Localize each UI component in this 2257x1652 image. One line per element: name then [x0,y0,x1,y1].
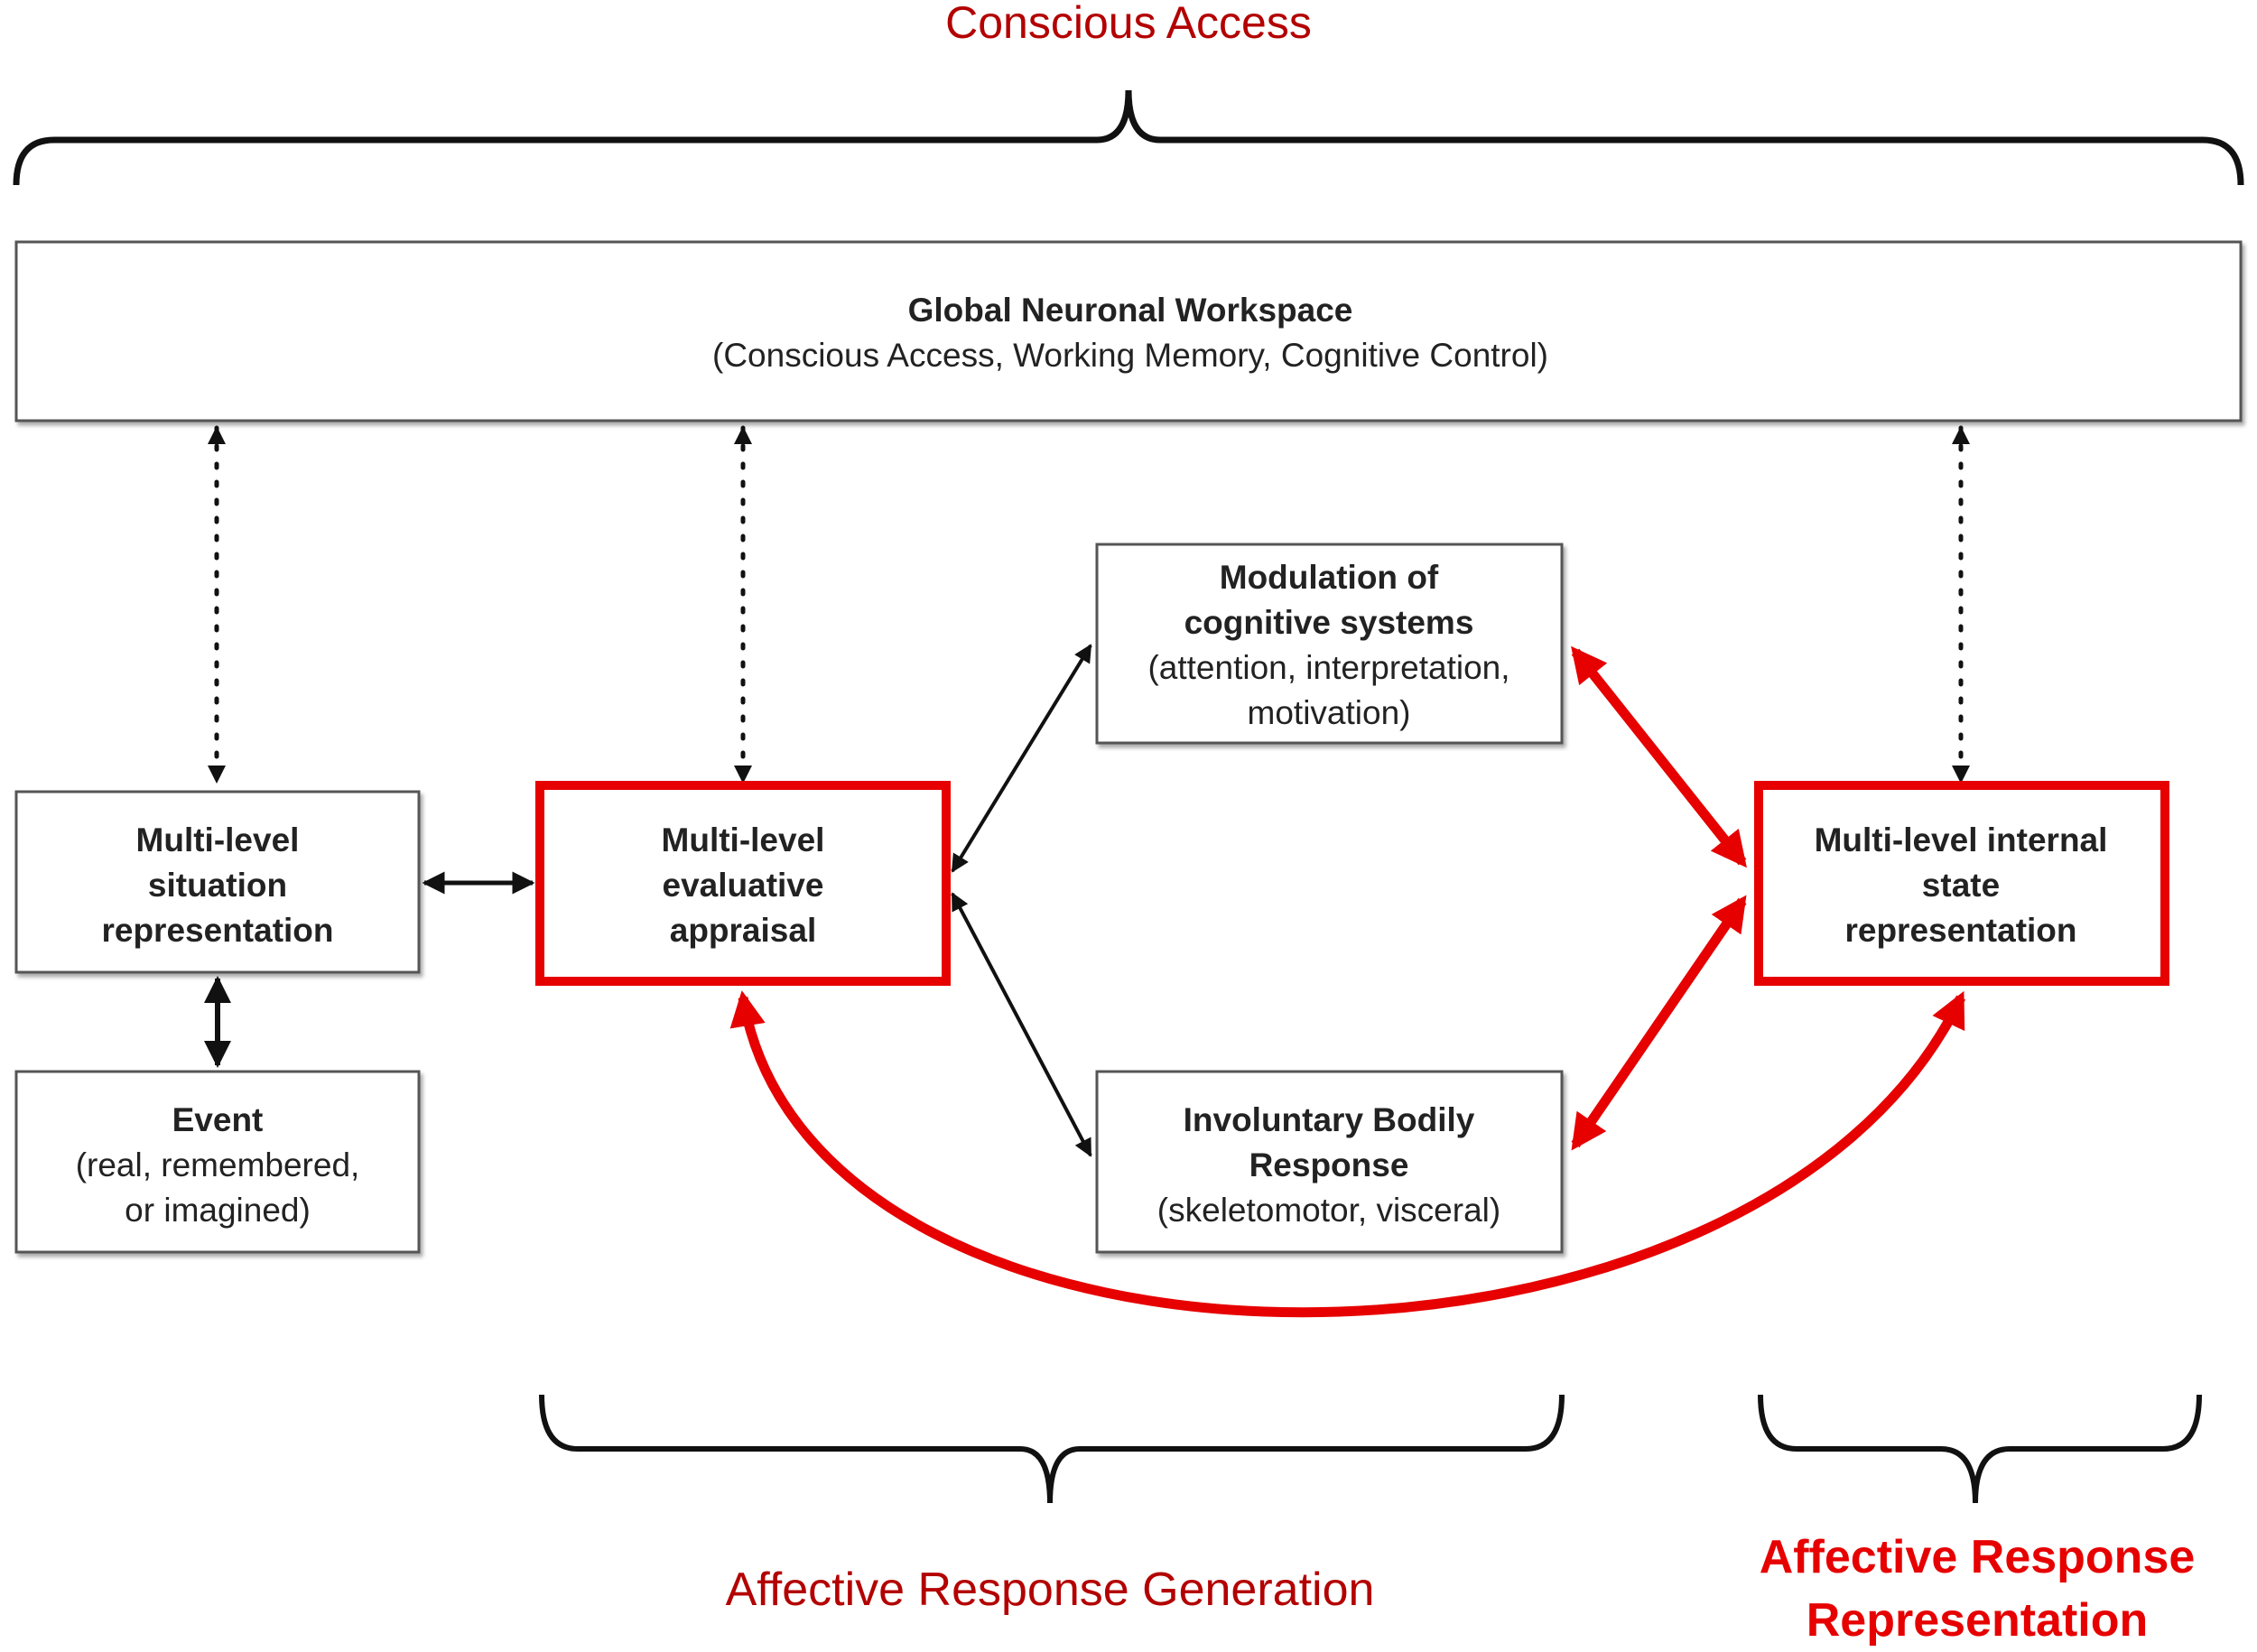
event-box: Event (real, remembered, or imagined) [14,1070,421,1254]
modulation-box: Modulation of cognitive systems (attenti… [1095,543,1564,745]
workspace-subtitle: (Conscious Access, Working Memory, Cogni… [712,337,1548,374]
event-line2: (real, remembered, [76,1146,360,1183]
conscious-access-label: Conscious Access [945,0,1312,48]
representation-brace [1758,1394,2202,1504]
appraisal-line3: appraisal [670,912,816,949]
appraisal-line2: evaluative [663,867,824,904]
top-brace [13,89,2244,186]
red-arrow-modulation-internal [1571,645,1747,868]
internal-line1: Multi-level internal [1815,821,2108,858]
bodily-line3: (skeletomotor, visceral) [1157,1192,1500,1229]
internal-line3: representation [1844,912,2076,949]
situation-line1: Multi-level [136,821,300,858]
internal-state-box: Multi-level internal state representatio… [1754,781,2169,986]
bodily-line2: Response [1249,1146,1409,1183]
bodily-response-box: Involuntary Bodily Response (skeletomoto… [1095,1070,1564,1254]
bodily-line1: Involuntary Bodily [1184,1101,1475,1138]
global-workspace-box: Global Neuronal Workspace (Conscious Acc… [14,240,2243,422]
modulation-line4: motivation) [1248,694,1411,731]
situation-representation-box: Multi-level situation representation [14,790,421,974]
affective-generation-label: Affective Response Generation [726,1564,1375,1616]
event-line3: or imagined) [125,1192,311,1229]
situation-line2: situation [148,867,287,904]
situation-line3: representation [101,912,333,949]
arrow-appraisal-modulation [951,644,1092,873]
red-arrow-bodily-internal [1571,895,1747,1151]
evaluative-appraisal-box: Multi-level evaluative appraisal [535,781,951,986]
generation-brace [539,1394,1565,1504]
arrow-appraisal-bodily [951,892,1092,1157]
red-arrow-appraisal-internal-curve [729,990,1965,1318]
affective-representation-label-line2: Representation [1807,1594,2149,1647]
modulation-line3: (attention, interpretation, [1147,649,1509,686]
workspace-title: Global Neuronal Workspace [908,292,1353,329]
affective-representation-label-line1: Affective Response [1760,1531,2196,1583]
modulation-line1: Modulation of [1220,559,1439,596]
event-title: Event [172,1101,264,1138]
appraisal-line1: Multi-level [662,821,825,858]
internal-line2: state [1922,867,2000,904]
modulation-line2: cognitive systems [1184,604,1474,641]
